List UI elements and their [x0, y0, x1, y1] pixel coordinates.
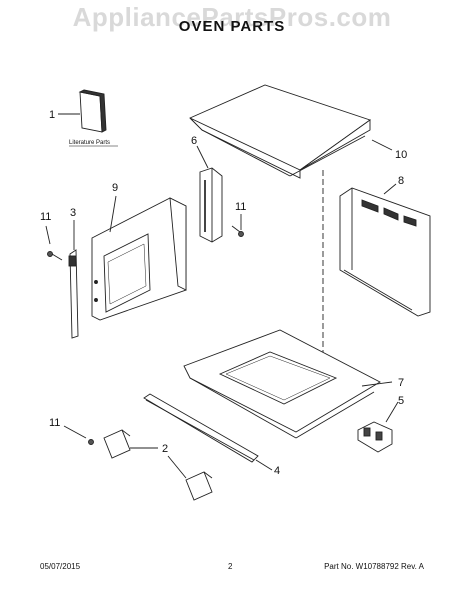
- footer-page-number: 2: [228, 562, 233, 571]
- small-bracket-upper[interactable]: [103, 429, 158, 459]
- literature-parts-booklet[interactable]: [58, 89, 107, 133]
- callout-11-center: 11: [235, 201, 246, 213]
- callout-8: 8: [398, 175, 404, 187]
- callout-6: 6: [191, 135, 197, 147]
- watermark: AppliancePartsPros.com: [72, 2, 392, 32]
- screw-lower[interactable]: [63, 425, 94, 445]
- callout-1: 1: [49, 109, 55, 121]
- callout-5: 5: [398, 395, 404, 407]
- footer-part-number: Part No. W10788792 Rev. A: [324, 562, 424, 571]
- literature-parts-label: Literature Parts: [69, 140, 110, 146]
- callout-9: 9: [112, 182, 118, 194]
- callout-4: 4: [274, 465, 280, 477]
- left-vertical-strip-part[interactable]: [68, 220, 79, 339]
- oven-bottom-part[interactable]: [183, 329, 393, 439]
- top-panel-part[interactable]: [189, 84, 393, 179]
- footer-date: 05/07/2015: [40, 562, 81, 571]
- callout-3: 3: [70, 207, 76, 219]
- left-side-panel-part[interactable]: [91, 195, 187, 321]
- screw-left[interactable]: [45, 225, 63, 261]
- callout-11-lower: 11: [49, 417, 60, 429]
- callout-10: 10: [395, 149, 407, 161]
- right-side-panel-part[interactable]: [339, 183, 431, 317]
- bracket-part-5[interactable]: [357, 401, 399, 453]
- small-bracket-lower[interactable]: [167, 455, 213, 501]
- screw-center[interactable]: [231, 214, 244, 237]
- callout-2: 2: [162, 443, 168, 455]
- page-title: OVEN PARTS: [178, 18, 286, 35]
- callout-11-left: 11: [40, 211, 51, 223]
- vertical-bracket-part[interactable]: [196, 145, 223, 243]
- front-trim-strip-part[interactable]: [143, 393, 273, 471]
- callout-7: 7: [398, 377, 404, 389]
